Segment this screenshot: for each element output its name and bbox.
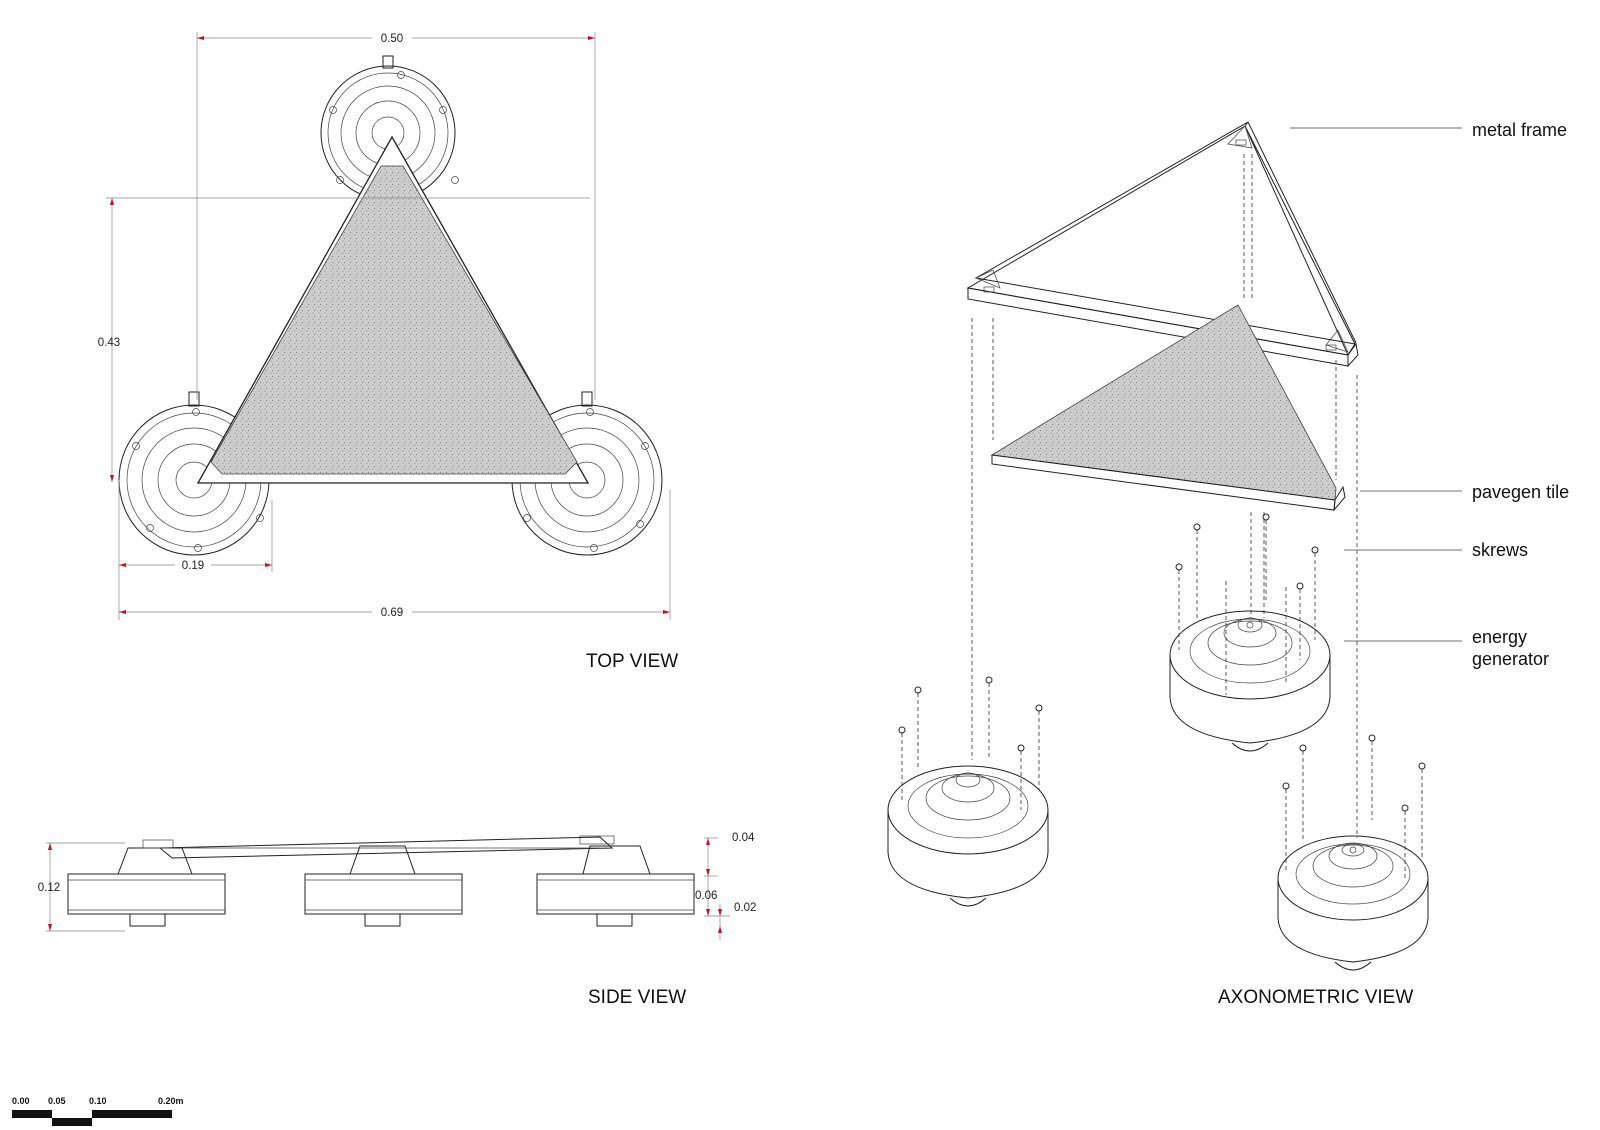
axo-pavegen-tile [990,304,1346,512]
axo-screws-right [1282,734,1426,880]
axonometric-view-drawing [887,121,1462,971]
dim-frame: 0.04 [732,832,755,844]
dim-height: 0.43 [98,337,120,349]
scale-tick-1: 0.05 [48,1096,66,1106]
side-view-title: SIDE VIEW [588,987,686,1008]
axo-screws-upper [1175,513,1319,660]
axonometric-view-title: AXONOMETRIC VIEW [1218,987,1413,1008]
label-metal-frame: metal frame [1472,120,1568,140]
top-pavegen-tile [210,165,578,475]
axo-leader-lines [1290,127,1462,642]
side-generator-right [536,835,695,927]
dim-overall-width: 0.69 [381,607,403,619]
label-skrews: skrews [1472,540,1529,560]
scale-bar: 0.00 0.05 0.10 0.20m [12,1096,184,1126]
label-pavegen-tile: pavegen tile [1472,482,1570,502]
axo-screws-left [898,676,1043,810]
dim-width-top: 0.50 [381,33,403,45]
side-generator-middle [304,845,463,927]
axo-energy-generator-right [1277,835,1429,971]
dim-generator-body: 0.06 [695,890,717,902]
top-view-drawing: 0.50 0.43 0.19 0.69 [98,30,671,620]
side-dimension-lines [46,837,730,940]
label-energy-generator-line1: energy [1472,627,1528,647]
label-energy-generator-line2: generator [1472,649,1550,669]
dim-overall-height: 0.12 [38,882,60,894]
axo-metal-frame [966,121,1359,368]
side-view-drawing: 0.12 0.04 0.06 0.02 [38,832,756,940]
axo-energy-generator-upper [1169,581,1331,752]
axo-projection-lines [971,154,1358,838]
dim-base: 0.02 [734,902,756,914]
axo-energy-generator-left [887,765,1049,907]
top-view-title: TOP VIEW [586,651,678,672]
scale-tick-0: 0.00 [12,1096,30,1106]
scale-tick-2: 0.10 [89,1096,107,1106]
scale-tick-3: 0.20m [158,1096,184,1106]
dim-generator-diameter: 0.19 [182,560,204,572]
side-generator-left [67,839,226,927]
